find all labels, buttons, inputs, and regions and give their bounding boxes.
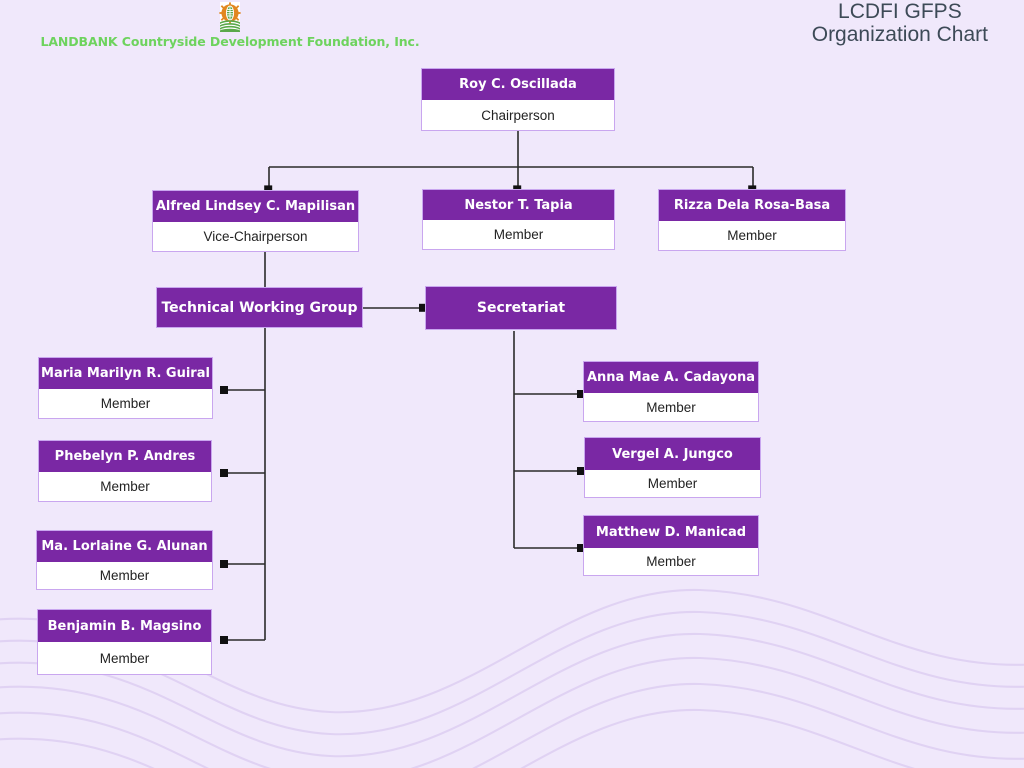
brand-lockup: LANDBANK Countryside Development Foundat… <box>0 0 460 49</box>
org-node-vice-chair[interactable]: Alfred Lindsey C. Mapilisan Vice-Chairpe… <box>152 190 359 252</box>
page-title: LCDFI GFPS Organization Chart <box>812 0 988 46</box>
org-node-member-andres-name: Phebelyn P. Andres <box>39 441 211 472</box>
org-node-chair-name: Roy C. Oscillada <box>422 69 614 100</box>
org-node-member-manicad-name: Matthew D. Manicad <box>584 516 758 548</box>
org-node-vice-chair-role: Vice-Chairperson <box>153 222 358 251</box>
brand-name: LANDBANK Countryside Development Foundat… <box>40 34 420 49</box>
org-node-member-manicad-role: Member <box>584 548 758 575</box>
org-node-member-guiral-role: Member <box>39 389 212 418</box>
org-node-member-tapia-role: Member <box>423 220 614 249</box>
org-node-chair[interactable]: Roy C. Oscillada Chairperson <box>421 68 615 131</box>
org-node-technical-working-group[interactable]: Technical Working Group <box>156 287 363 328</box>
org-node-secretariat[interactable]: Secretariat <box>425 286 617 330</box>
org-node-member-guiral[interactable]: Maria Marilyn R. Guiral Member <box>38 357 213 419</box>
org-node-member-alunan[interactable]: Ma. Lorlaine G. Alunan Member <box>36 530 213 590</box>
org-node-member-andres-role: Member <box>39 472 211 501</box>
org-node-member-magsino-role: Member <box>38 642 211 674</box>
page-title-line1: LCDFI GFPS <box>838 0 962 23</box>
org-node-member-dela-rosa-basa-role: Member <box>659 221 845 250</box>
org-node-member-dela-rosa-basa-name: Rizza Dela Rosa-Basa <box>659 190 845 221</box>
org-node-member-jungco[interactable]: Vergel A. Jungco Member <box>584 437 761 498</box>
org-node-member-magsino[interactable]: Benjamin B. Magsino Member <box>37 609 212 675</box>
org-node-member-tapia-name: Nestor T. Tapia <box>423 190 614 220</box>
org-node-member-dela-rosa-basa[interactable]: Rizza Dela Rosa-Basa Member <box>658 189 846 251</box>
org-node-member-andres[interactable]: Phebelyn P. Andres Member <box>38 440 212 502</box>
org-node-member-cadayona[interactable]: Anna Mae A. Cadayona Member <box>583 361 759 422</box>
org-node-member-alunan-name: Ma. Lorlaine G. Alunan <box>37 531 212 562</box>
org-node-member-alunan-role: Member <box>37 562 212 589</box>
org-node-vice-chair-name: Alfred Lindsey C. Mapilisan <box>153 191 358 222</box>
org-node-member-cadayona-role: Member <box>584 393 758 421</box>
org-node-member-magsino-name: Benjamin B. Magsino <box>38 610 211 642</box>
org-node-member-manicad[interactable]: Matthew D. Manicad Member <box>583 515 759 576</box>
org-node-member-guiral-name: Maria Marilyn R. Guiral <box>39 358 212 389</box>
org-node-member-jungco-name: Vergel A. Jungco <box>585 438 760 470</box>
page-title-line2: Organization Chart <box>811 23 988 46</box>
org-node-member-jungco-role: Member <box>585 470 760 497</box>
org-node-member-cadayona-name: Anna Mae A. Cadayona <box>584 362 758 393</box>
org-node-member-tapia[interactable]: Nestor T. Tapia Member <box>422 189 615 250</box>
org-node-chair-role: Chairperson <box>422 100 614 130</box>
landbank-sun-field-logo-icon <box>219 2 241 32</box>
